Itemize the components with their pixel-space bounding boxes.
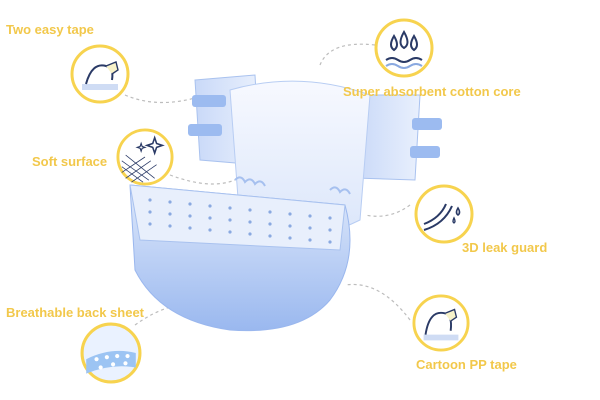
diaper-waistband [129,184,346,251]
leak-guard-icon [414,184,474,244]
label-breathable-back-sheet: Breathable back sheet [6,305,145,320]
breathable-sheet-icon [80,322,142,384]
label-super-absorbent-core: Super absorbent cotton core [343,84,521,99]
label-two-easy-tape: Two easy tape [6,22,94,37]
tape-fold-icon [70,44,130,104]
label-soft-surface: Soft surface [32,154,108,169]
waistband-perforations [148,198,332,244]
water-drops-icon [374,18,434,78]
label-3d-leak-guard: 3D leak guard [462,240,548,255]
label-cartoon-pp-tape: Cartoon PP tape [416,357,517,372]
pp-tape-icon [412,294,470,352]
sparkle-mesh-icon [116,128,174,186]
